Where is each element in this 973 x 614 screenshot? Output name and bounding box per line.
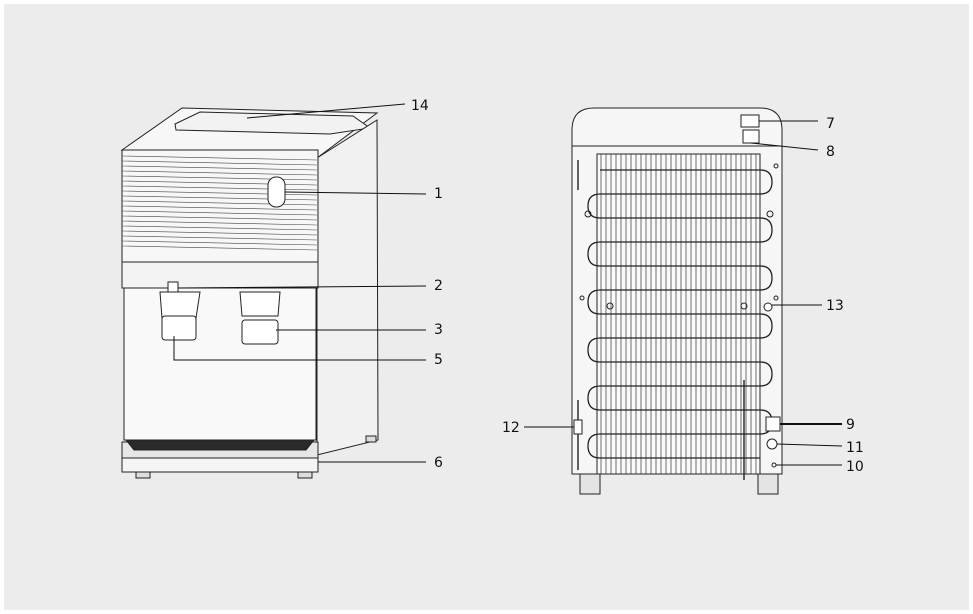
callout-10: 10 (846, 459, 864, 475)
callout-14: 14 (411, 98, 429, 114)
callout-12: 12 (502, 420, 520, 436)
callout-11: 11 (846, 440, 864, 456)
front-leaders (173, 103, 427, 463)
indicator-window (267, 176, 286, 208)
switch-bottom (742, 129, 760, 144)
condenser-coil (587, 169, 773, 459)
back-leaders (524, 120, 843, 466)
diagram-canvas: 14 1 2 3 5 6 7 8 13 9 11 10 12 (4, 4, 969, 610)
water-inlet (765, 416, 781, 432)
callout-9: 9 (846, 417, 855, 433)
callout-5: 5 (434, 352, 443, 368)
left-tap (159, 281, 201, 341)
side-connector (573, 419, 583, 435)
back-view (571, 107, 783, 495)
right-tap (239, 291, 281, 345)
drain-plug (763, 302, 773, 312)
switch-top (740, 114, 760, 128)
valve (766, 438, 778, 450)
callout-6: 6 (434, 455, 443, 471)
front-view (120, 107, 379, 479)
callout-8: 8 (826, 144, 835, 160)
callout-7: 7 (826, 116, 835, 132)
front-lower-body (123, 287, 317, 441)
callout-2: 2 (434, 278, 443, 294)
front-side-panel (316, 119, 379, 456)
callout-1: 1 (434, 186, 443, 202)
callout-13: 13 (826, 298, 844, 314)
callout-3: 3 (434, 322, 443, 338)
